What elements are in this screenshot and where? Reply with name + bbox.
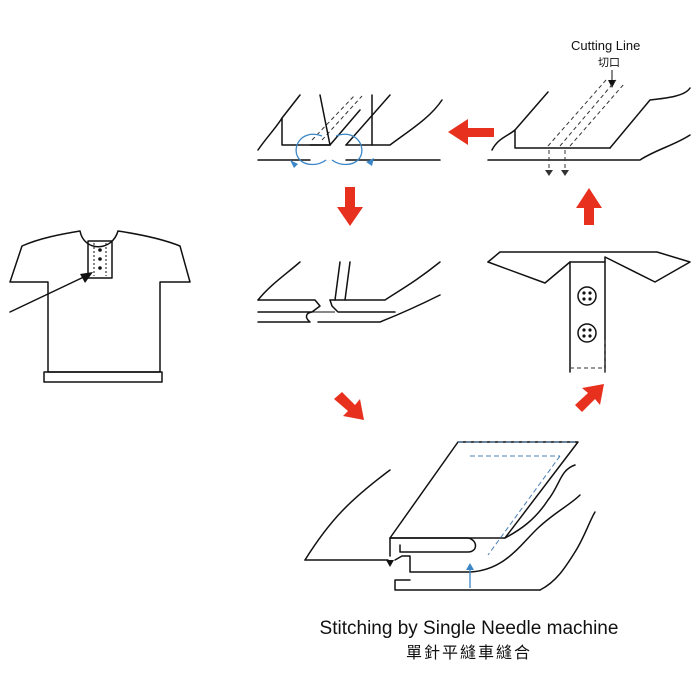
step-fold-rotation: [257, 94, 443, 168]
step-cutting-line: Cutting Line 切口: [487, 38, 691, 176]
placket-button-icon: [577, 323, 597, 343]
step-single-needle-stitch: [304, 441, 596, 591]
placket-detail: [87, 240, 113, 279]
placket-button-icon: [577, 286, 597, 306]
flow-arrow-icon: [334, 392, 364, 420]
step-placket-buttons: [487, 251, 691, 373]
cutting-line-zh-label: 切口: [598, 56, 620, 69]
flow-arrow-icon: [337, 187, 363, 226]
shirt-illustration: [9, 230, 191, 383]
caption-chinese: 單針平縫車縫合: [406, 643, 532, 662]
cutting-line-label: Cutting Line: [571, 38, 640, 53]
flow-arrow-icon: [448, 119, 494, 145]
flow-arrow-icon: [576, 188, 602, 225]
caption-english: Stitching by Single Needle machine: [320, 618, 619, 639]
flow-arrow-icon: [575, 384, 604, 412]
step-seam-layers: [257, 261, 441, 323]
rotation-arrow-icon: [290, 133, 374, 168]
